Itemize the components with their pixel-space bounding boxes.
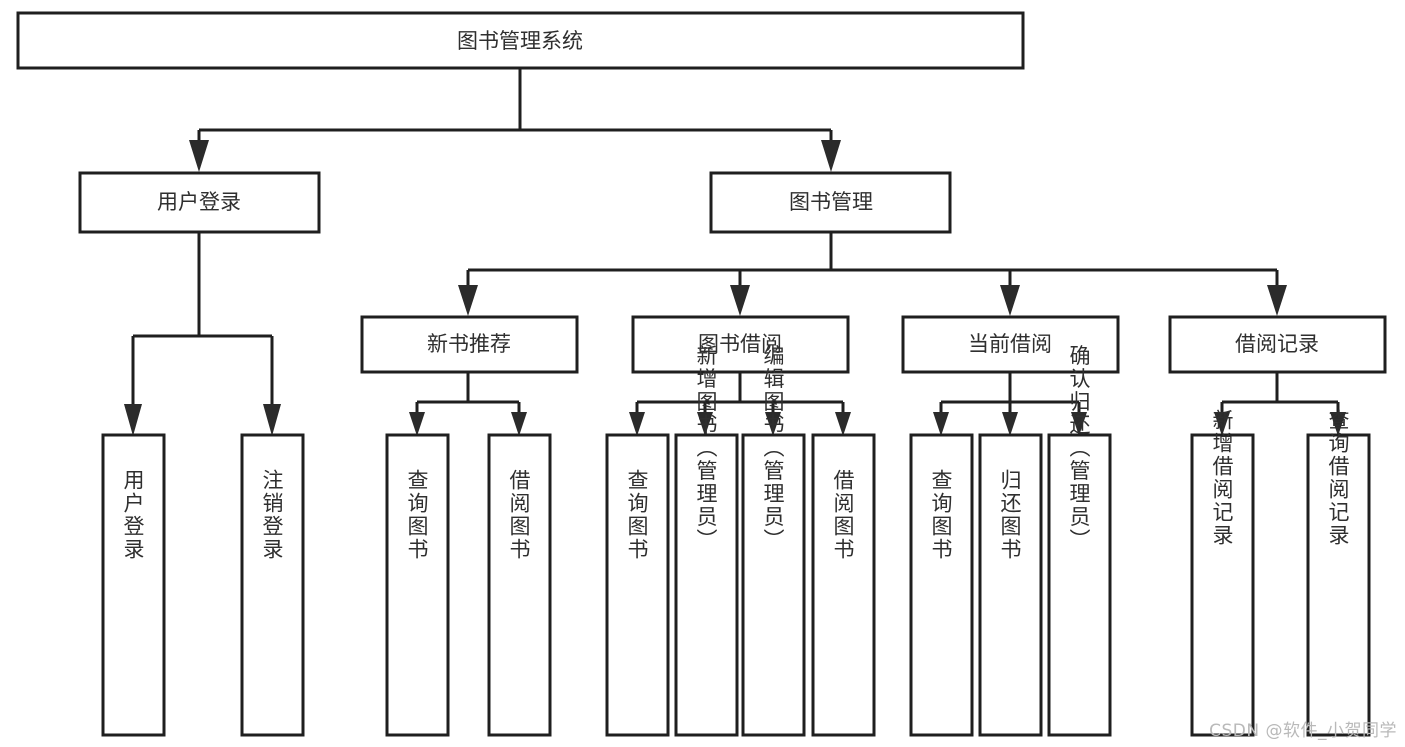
arrowhead-record-leaf-2 xyxy=(1330,412,1346,436)
leaf-record-query-record-box xyxy=(1306,433,1371,737)
arrowhead-borrow-leaf-3 xyxy=(765,412,781,436)
leaf-current-query-book-box xyxy=(909,433,974,737)
arrowhead-recommend-leaf-2 xyxy=(511,412,527,436)
leaf-record-add-record-label: 新增借阅记录 xyxy=(1210,409,1234,547)
arrowhead-group xyxy=(124,140,1346,436)
leaf-borrow-add-book[interactable]: 新增图书（管理员） xyxy=(674,345,739,737)
node-borrow-record[interactable]: 借阅记录 xyxy=(1168,315,1387,374)
leaf-borrow-edit-book-label: 编辑图书（管理员） xyxy=(761,345,785,552)
leaf-borrow-borrow-book-box xyxy=(811,433,876,737)
leaf-recommend-query-book[interactable]: 查询图书 xyxy=(385,433,450,737)
node-current-borrow[interactable]: 当前借阅 xyxy=(901,315,1120,374)
leaf-borrow-edit-book-box xyxy=(741,433,806,737)
node-current-borrow-label: 当前借阅 xyxy=(968,332,1052,356)
leaf-record-query-record[interactable]: 查询借阅记录 xyxy=(1306,409,1371,737)
leaf-recommend-borrow-book[interactable]: 借阅图书 xyxy=(487,433,552,737)
arrowhead-record xyxy=(1267,285,1287,316)
node-user-login-label: 用户登录 xyxy=(157,190,241,214)
arrowhead-current-leaf-1 xyxy=(933,412,949,436)
leaf-borrow-query-book[interactable]: 查询图书 xyxy=(605,433,670,737)
arrowhead-borrow-leaf-4 xyxy=(835,412,851,436)
leaf-current-return-book[interactable]: 归还图书 xyxy=(978,433,1043,737)
arrowhead-borrow-leaf-1 xyxy=(629,412,645,436)
node-root-system[interactable]: 图书管理系统 xyxy=(16,11,1025,70)
node-new-book-recommend[interactable]: 新书推荐 xyxy=(360,315,579,374)
arrowhead-recommend xyxy=(458,285,478,316)
arrowhead-current xyxy=(1000,285,1020,316)
leaf-user-login-login-label: 用户登录 xyxy=(121,469,145,561)
leaf-borrow-edit-book[interactable]: 编辑图书（管理员） xyxy=(741,345,806,737)
arrowhead-leaf-user-login xyxy=(124,404,142,436)
connector-group xyxy=(131,68,1340,412)
leaf-borrow-query-book-box xyxy=(605,433,670,737)
leaf-current-confirm-return-label: 确认归还（管理员） xyxy=(1067,345,1091,552)
leaf-current-query-book-label: 查询图书 xyxy=(929,469,953,561)
node-borrow-record-box xyxy=(1168,315,1387,374)
leaf-borrow-borrow-book[interactable]: 借阅图书 xyxy=(811,433,876,737)
node-root-label: 图书管理系统 xyxy=(457,29,583,53)
arrowhead-borrow-leaf-2 xyxy=(697,412,713,436)
node-new-book-recommend-box xyxy=(360,315,579,374)
node-new-book-recommend-label: 新书推荐 xyxy=(427,332,511,356)
arrowhead-current-leaf-3 xyxy=(1071,412,1087,436)
arrowhead-recommend-leaf-1 xyxy=(409,412,425,436)
arrowhead-borrow xyxy=(730,285,750,316)
leaf-record-add-record-box xyxy=(1190,433,1255,737)
arrowhead-book-mgmt xyxy=(821,140,841,172)
leaf-recommend-query-book-box xyxy=(385,433,450,737)
node-book-management-box xyxy=(709,171,952,234)
node-book-borrow[interactable]: 图书借阅 xyxy=(631,315,850,374)
node-user-login[interactable]: 用户登录 xyxy=(78,171,321,234)
leaf-borrow-add-book-label: 新增图书（管理员） xyxy=(694,345,718,552)
leaf-user-login-logout-label: 注销登录 xyxy=(260,469,284,561)
leaf-current-return-book-label: 归还图书 xyxy=(998,469,1022,561)
leaf-record-query-record-label: 查询借阅记录 xyxy=(1326,409,1350,547)
node-book-borrow-box xyxy=(631,315,850,374)
leaf-user-login-logout-box xyxy=(240,433,305,737)
node-current-borrow-box xyxy=(901,315,1120,374)
leaf-user-login-login[interactable]: 用户登录 xyxy=(101,433,166,737)
leaf-recommend-query-book-label: 查询图书 xyxy=(405,469,429,561)
arrowhead-record-leaf-1 xyxy=(1214,412,1230,436)
leaf-current-query-book[interactable]: 查询图书 xyxy=(909,433,974,737)
node-root-box xyxy=(16,11,1025,70)
leaf-user-login-logout[interactable]: 注销登录 xyxy=(240,433,305,737)
leaf-borrow-add-book-box xyxy=(674,433,739,737)
leaf-current-confirm-return-box xyxy=(1047,433,1112,737)
leaf-record-add-record[interactable]: 新增借阅记录 xyxy=(1190,409,1255,737)
node-book-management[interactable]: 图书管理 xyxy=(709,171,952,234)
leaf-borrow-borrow-book-label: 借阅图书 xyxy=(831,469,855,561)
arrowhead-user-login xyxy=(189,140,209,172)
leaf-recommend-borrow-book-label: 借阅图书 xyxy=(507,469,531,561)
node-book-borrow-label: 图书借阅 xyxy=(698,332,782,356)
node-book-management-label: 图书管理 xyxy=(789,190,873,214)
node-user-login-box xyxy=(78,171,321,234)
arrowhead-leaf-logout xyxy=(263,404,281,436)
leaf-recommend-borrow-book-box xyxy=(487,433,552,737)
leaf-user-login-login-box xyxy=(101,433,166,737)
leaf-borrow-query-book-label: 查询图书 xyxy=(625,469,649,561)
leaf-current-return-book-box xyxy=(978,433,1043,737)
arrowhead-current-leaf-2 xyxy=(1002,412,1018,436)
leaf-current-confirm-return[interactable]: 确认归还（管理员） xyxy=(1047,345,1112,737)
node-borrow-record-label: 借阅记录 xyxy=(1235,332,1319,356)
